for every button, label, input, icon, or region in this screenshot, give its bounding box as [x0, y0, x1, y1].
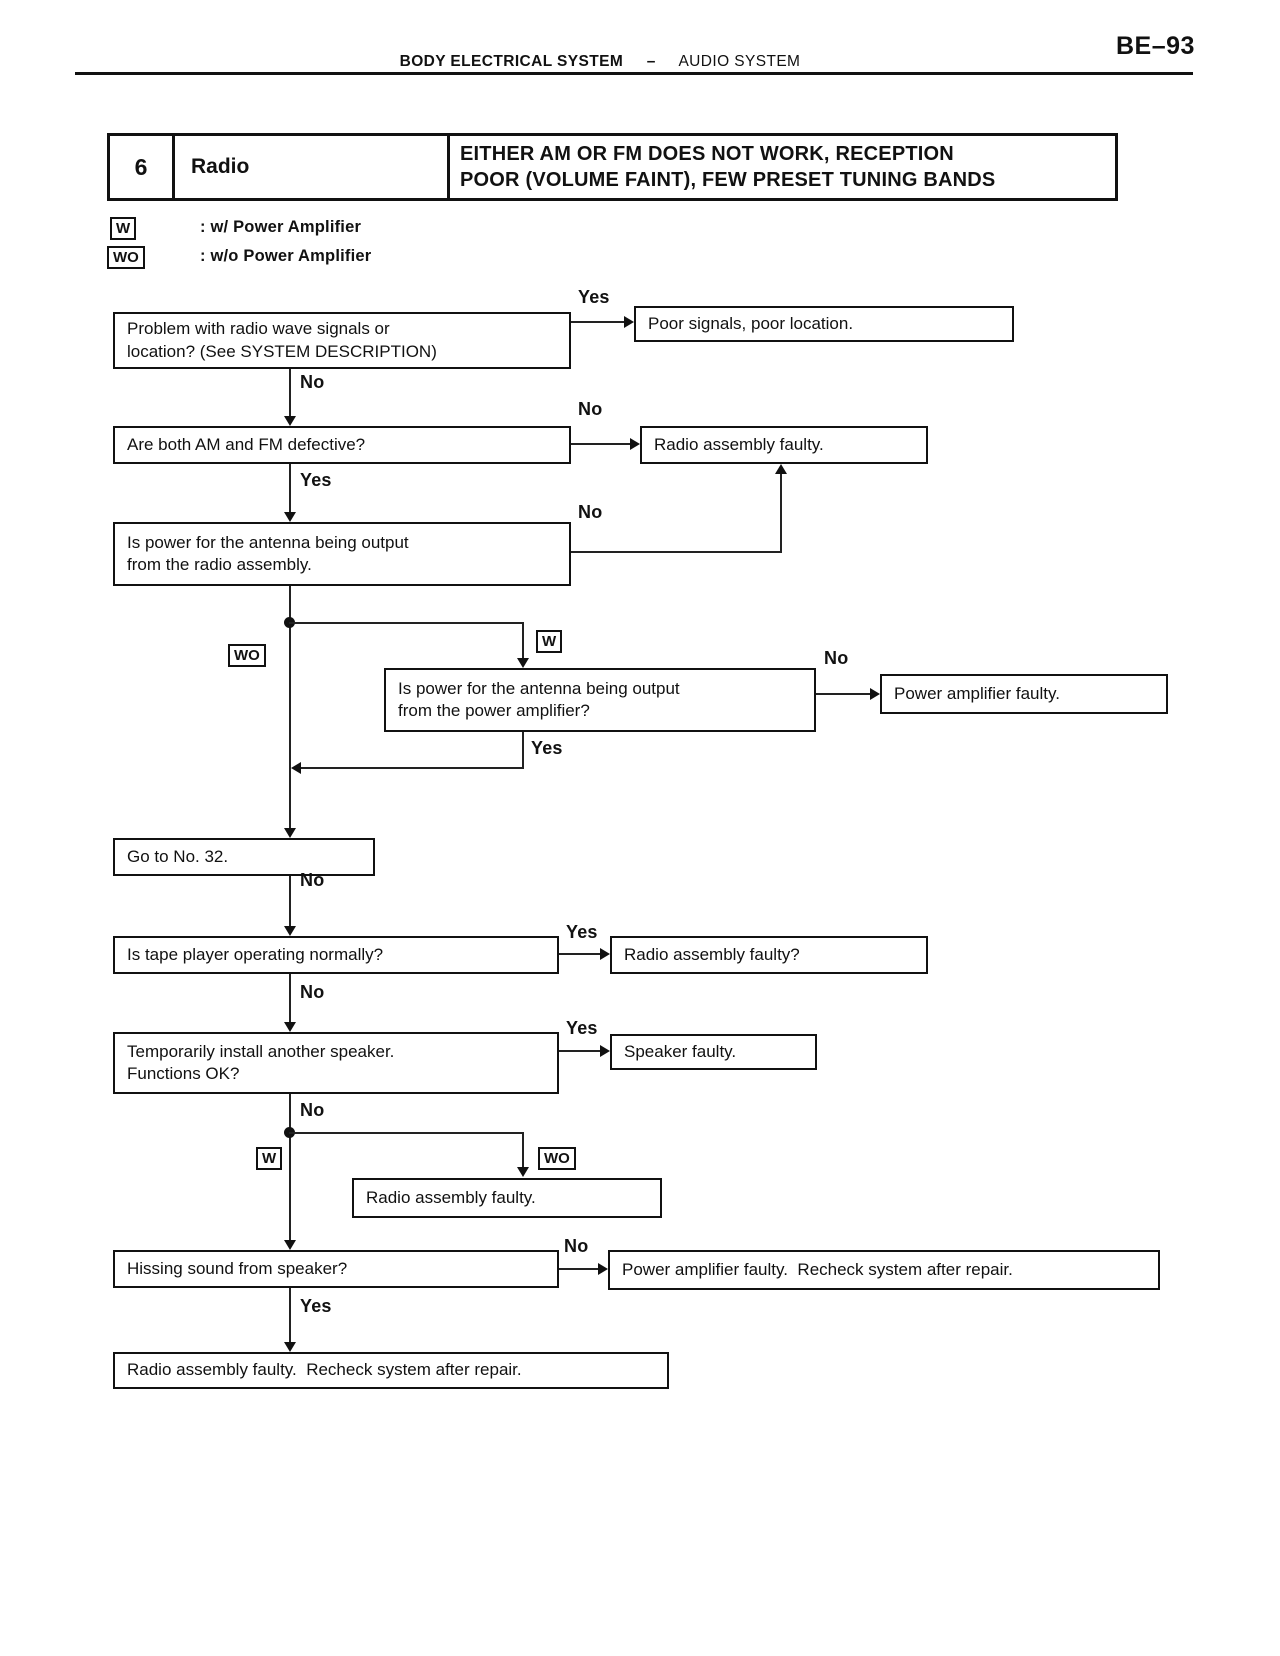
arrow-left-icon [291, 762, 301, 774]
legend-w-tag: W [110, 217, 137, 240]
title-symptom-line2: POOR (VOLUME FAINT), FEW PRESET TUNING B… [460, 169, 996, 191]
header-section: BODY ELECTRICAL SYSTEM [399, 53, 624, 70]
flow-box-q-hissing-sound: Hissing sound from speaker? [113, 1250, 559, 1288]
connector-line [571, 321, 625, 323]
arrow-down-icon [517, 658, 529, 668]
arrow-up-icon [775, 464, 787, 474]
branch-tag-w-2: W [256, 1147, 283, 1170]
connector-line [559, 1268, 599, 1270]
connector-line [571, 551, 782, 553]
flow-box-radio-assembly-faulty-q: Radio assembly faulty? [610, 936, 928, 974]
branch-label-no: No [578, 399, 603, 419]
connector-line [571, 443, 631, 445]
page-number: BE–93 [1116, 32, 1195, 60]
legend-wo-text: : w/o Power Amplifier [200, 247, 372, 265]
branch-label-no: No [578, 502, 603, 522]
arrow-right-icon [624, 316, 634, 328]
arrow-right-icon [600, 1045, 610, 1057]
flow-box-q-antenna-power-amp: Is power for the antenna being output fr… [384, 668, 816, 732]
branch-label-yes: Yes [566, 1018, 598, 1038]
flow-box-go-to-no-32: Go to No. 32. [113, 838, 375, 876]
branch-label-no: No [300, 1100, 325, 1120]
connector-line [298, 767, 524, 769]
connector-line [289, 622, 524, 624]
arrow-down-icon [284, 416, 296, 426]
flow-box-radio-assembly-faulty-1: Radio assembly faulty. [640, 426, 928, 464]
header-rule [75, 72, 1193, 75]
flow-box-speaker-faulty: Speaker faulty. [610, 1034, 817, 1070]
branch-label-yes: Yes [566, 922, 598, 942]
branch-tag-wo: WO [228, 644, 266, 667]
branch-label-no: No [300, 870, 325, 890]
arrow-down-icon [517, 1167, 529, 1177]
arrow-down-icon [284, 1240, 296, 1250]
title-symptom-line1: EITHER AM OR FM DOES NOT WORK, RECEPTION [460, 143, 954, 165]
flow-box-q-antenna-power-radio: Is power for the antenna being output fr… [113, 522, 571, 586]
header-subsection: AUDIO SYSTEM [678, 53, 801, 70]
title-system: Radio [175, 136, 450, 198]
connector-line [289, 1094, 291, 1240]
branch-tag-w: W [536, 630, 563, 653]
branch-label-no: No [300, 982, 325, 1002]
header-separator: – [646, 53, 656, 70]
connector-line [289, 464, 291, 514]
connector-line [289, 876, 291, 926]
arrow-right-icon [870, 688, 880, 700]
flow-box-power-amplifier-faulty: Power amplifier faulty. [880, 674, 1168, 714]
connector-line [559, 1050, 601, 1052]
flow-box-q-install-speaker: Temporarily install another speaker. Fun… [113, 1032, 559, 1094]
branch-label-yes: Yes [300, 1296, 332, 1316]
connector-line [522, 622, 524, 659]
branch-tag-wo-2: WO [538, 1147, 576, 1170]
connector-line [522, 1132, 524, 1168]
legend-wo-tag: WO [107, 246, 145, 269]
branch-label-no: No [300, 372, 325, 392]
flow-box-q-radio-wave: Problem with radio wave signals or locat… [113, 312, 571, 369]
title-number: 6 [110, 136, 175, 198]
branch-label-no: No [824, 648, 849, 668]
branch-label-yes: Yes [578, 287, 610, 307]
connector-line [289, 586, 291, 828]
arrow-down-icon [284, 828, 296, 838]
branch-label-yes: Yes [531, 738, 563, 758]
arrow-down-icon [284, 1022, 296, 1032]
flow-box-q-am-fm: Are both AM and FM defective? [113, 426, 571, 464]
branch-label-yes: Yes [300, 470, 332, 490]
flow-box-radio-assembly-faulty-recheck: Radio assembly faulty. Recheck system af… [113, 1352, 669, 1389]
connector-line [289, 974, 291, 1022]
branch-label-no: No [564, 1236, 589, 1256]
arrow-down-icon [284, 512, 296, 522]
flow-box-power-amp-faulty-recheck: Power amplifier faulty. Recheck system a… [608, 1250, 1160, 1290]
arrow-right-icon [600, 948, 610, 960]
connector-line [780, 474, 782, 553]
connector-line [559, 953, 601, 955]
arrow-down-icon [284, 926, 296, 936]
flow-box-radio-assembly-faulty-2: Radio assembly faulty. [352, 1178, 662, 1218]
connector-line [289, 1132, 524, 1134]
flow-box-q-tape-player: Is tape player operating normally? [113, 936, 559, 974]
connector-line [816, 693, 871, 695]
connector-line [289, 369, 291, 418]
legend-w-text: : w/ Power Amplifier [200, 218, 362, 236]
arrow-right-icon [630, 438, 640, 450]
arrow-right-icon [598, 1263, 608, 1275]
page-header: BODY ELECTRICAL SYSTEM – AUDIO SYSTEM [0, 53, 1200, 71]
title-block: 6 Radio EITHER AM OR FM DOES NOT WORK, R… [107, 133, 1118, 201]
arrow-down-icon [284, 1342, 296, 1352]
connector-line [289, 1288, 291, 1342]
connector-line [522, 732, 524, 769]
title-symptom: EITHER AM OR FM DOES NOT WORK, RECEPTION… [450, 136, 1115, 198]
flow-box-poor-signals: Poor signals, poor location. [634, 306, 1014, 342]
